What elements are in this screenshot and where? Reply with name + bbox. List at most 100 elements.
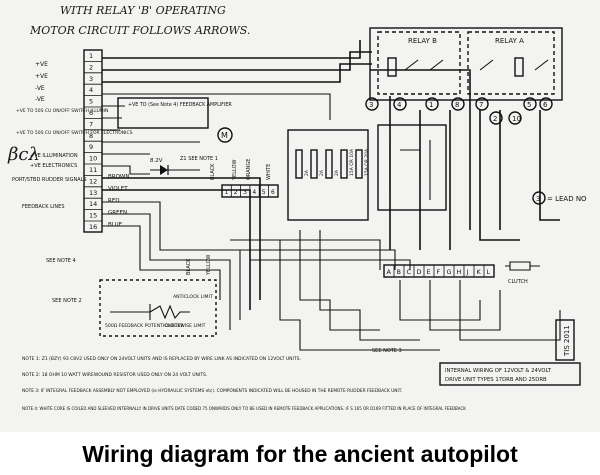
small-terminal-number: 6 [271,189,275,196]
relay-lead-circle [489,111,503,125]
letter-terminal: E [427,268,431,276]
wire-yellow-label: YELLOW [232,159,238,181]
lead-legend-circle [532,191,546,205]
zener-diode [150,165,200,175]
terminal-number: 14 [89,200,97,208]
capacitor-symbols [389,140,431,200]
letter-terminal-strip [383,264,495,278]
relay-housing [369,27,563,101]
letter-terminal: J [466,268,469,276]
fuse-symbol [325,149,333,179]
relay-lead-circle [475,97,489,111]
terminal-number: 11 [89,166,97,174]
feedback-amplifier-label: +VE TO (See Note 4) FEEDBACK AMPLIFIER [128,102,232,108]
relay-lead-number: 3 [369,101,373,109]
fuse-label: 15A OR 20A [364,148,370,176]
feedback-pot-label: 500Ω FEEDBACK POTENTIOMETER [105,323,184,329]
relay-lead-number: 5 [527,101,531,109]
fuse-symbol [295,149,303,179]
minus-ve-label-1: -VE [35,85,45,92]
fuse-label: 2A [319,169,325,176]
internal-wiring-line1: INTERNAL WIRING OF 12VOLT & 24VOLT [445,368,552,374]
relay-a-label: RELAY A [495,37,524,45]
terminal-number: 15 [89,212,97,220]
terminal-number: 2 [89,63,93,71]
wire-color-blue: BLUE [108,222,123,228]
clutch-symbol [505,261,540,271]
fuse-label: 2A [304,169,310,176]
caption: Wiring diagram for the ancient autopilot [82,441,518,467]
wire-black-label-2: BLACK [186,258,192,275]
wire-yellow-label-2: YELLOW [206,254,212,276]
internal-wiring-line2: DRIVE UNIT TYPES 17DRB AND 25DRB [445,377,547,383]
minus-ve-label-2: -VE [35,96,45,103]
letter-terminal: A [387,268,392,276]
internal-wiring-box [439,362,581,386]
zener-label: 8.2V [150,158,163,164]
electronics-label: +VE ELECTRONICS [30,163,77,169]
relay-b-box [377,31,461,95]
header-note-line1: WITH RELAY 'B' OPERATING [60,4,226,17]
wire-color-violet: VIOLET [108,186,128,192]
relay-lead-circle [425,97,439,111]
fuse-symbol [340,149,348,179]
letter-terminal: K [477,268,482,276]
relay-a-box [467,31,555,95]
wire-bundle [102,40,561,351]
wire-color-brown: BROWN [108,174,129,180]
note-3: NOTE 3: IF INTEGRAL FEEDBACK ASSEMBLY NO… [22,388,402,394]
small-terminal-number: 1 [225,189,229,196]
terminal-number: 6 [89,109,93,117]
relay-lead-number: 1 [429,101,433,109]
terminal-number: 7 [89,120,93,128]
terminal-number: 12 [89,177,97,185]
feedback-pot-box [99,279,217,337]
motor-label: M [221,131,228,140]
letter-terminal: B [397,268,401,276]
relay-lead-number: 4 [397,101,402,109]
potentiometer-symbol [110,304,190,320]
relay-lead-number: 2 [493,115,497,123]
small-terminal-number: 3 [243,189,247,196]
lead-legend-number: 3 [536,195,540,203]
lead-legend-label: = LEAD NO [547,195,587,203]
wire-color-green: GREEN [108,210,127,216]
terminal-number: 4 [89,86,93,94]
wiring-diagram-scan: WITH RELAY 'B' OPERATING MOTOR CIRCUIT F… [0,0,600,432]
note-2: NOTE 2: 18 OHM 10 WATT WIREWOUND RESISTO… [22,372,207,378]
wire-orange-label: ORANGE [246,159,252,180]
relay-lead-number: 10 [512,115,521,123]
tis-label: TIS 2011 [563,325,571,357]
plus-ve-label-2: +VE [35,73,48,80]
relay-lead-number: 6 [543,101,548,109]
wire-color-red: RED [108,198,120,204]
port-stbd-label: PORT/STBD RUDDER SIGNALS [12,177,87,183]
terminal-number: 1 [89,52,93,60]
illumination-label: +VE ILLUMINATION [30,153,78,159]
wire-black-label: BLACK [210,163,216,180]
letter-terminal: C [407,268,412,276]
letter-terminal: L [487,268,491,276]
plus-ve-label-1: +VE [35,61,48,68]
electronics-switch-label: +VE TO 50S CU ON/OFF SWITCH FOR ELECTRON… [16,130,133,136]
see-note-2-label: SEE NOTE 2 [52,298,82,304]
relay-lead-number: 8 [455,101,459,109]
letter-terminal: F [437,268,441,276]
clockwise-label: CLOCKWISE LIMIT [165,323,206,329]
terminal-number: 8 [89,132,93,140]
terminal-number: 16 [89,223,97,231]
wire-white-label: WHITE [266,164,272,180]
small-terminal-number: 4 [252,189,256,196]
handwritten-mark: βcλ [7,144,40,165]
small-terminal-number: 5 [262,189,266,196]
terminal-number: 10 [89,155,97,163]
relay-lead-circle [539,97,553,111]
relay-lead-circle [393,97,407,111]
relay-lead-circle [451,97,465,111]
relay-lead-number: 7 [479,101,483,109]
feedback-lines-label: FEEDBACK LINES [22,204,65,210]
header-note-line2: MOTOR CIRCUIT FOLLOWS ARROWS. [29,24,250,37]
note-4: NOTE 4: WHITE CORE IS COILED AND SLEEVED… [22,406,466,411]
relay-lead-circle [508,111,522,125]
